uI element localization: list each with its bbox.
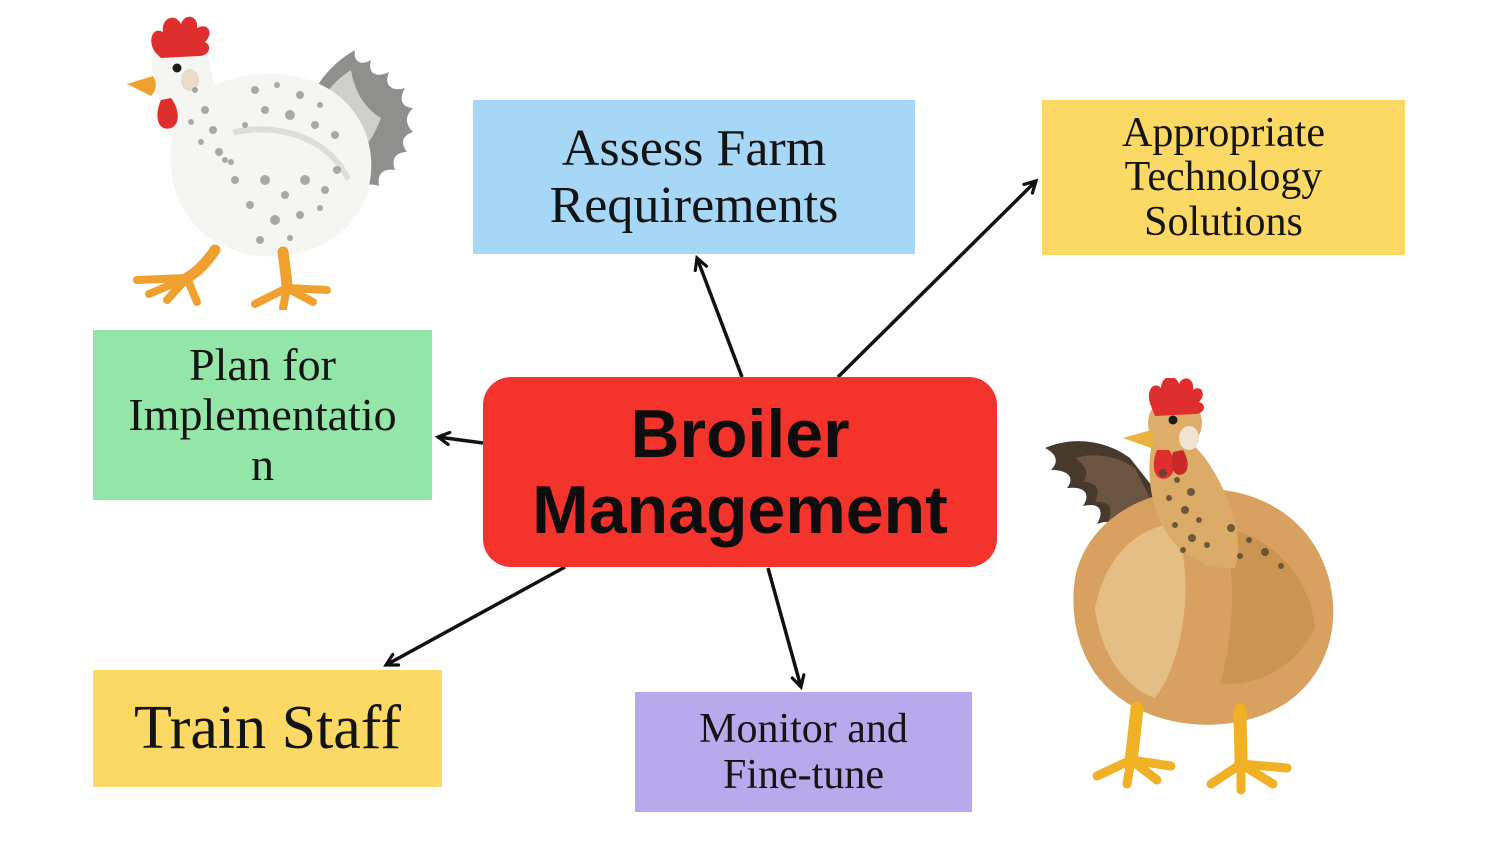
speckle-pattern: [188, 82, 341, 244]
node-label-line: Appropriate: [1122, 109, 1325, 156]
arrow-center-to-plan: [434, 430, 484, 447]
node-plan-for-implementation: Plan for Implementatio n: [93, 330, 432, 500]
node-label-line: Train Staff: [134, 694, 401, 763]
arrow-center-to-train: [383, 565, 566, 667]
arrow-center-to-technology: [836, 178, 1039, 379]
node-monitor-and-fine-tune: Monitor and Fine-tune: [635, 692, 972, 812]
white-hen-image: [127, 16, 413, 310]
node-label-line: Fine-tune: [723, 752, 884, 798]
arrow-center-to-assess: [693, 254, 744, 378]
node-label-line: Implementatio: [128, 389, 397, 441]
node-label-line: Plan for: [189, 339, 336, 391]
node-label-line: Broiler: [630, 395, 850, 472]
node-appropriate-technology-solutions: Appropriate Technology Solutions: [1042, 100, 1405, 255]
node-label-line: n: [251, 438, 274, 490]
node-label-line: Management: [532, 472, 948, 548]
node-label-line: Technology: [1124, 154, 1323, 201]
node-label-line: Solutions: [1144, 198, 1303, 245]
arrow-center-to-monitor: [766, 567, 806, 691]
node-assess-farm-requirements: Assess Farm Requirements: [473, 100, 915, 254]
speckle-pattern: [1159, 469, 1284, 569]
node-label-line: Assess Farm: [561, 119, 827, 177]
node-train-staff: Train Staff: [93, 670, 442, 787]
node-label-line: Requirements: [549, 177, 839, 234]
node-label-line: Monitor and: [699, 705, 908, 752]
node-broiler-management: Broiler Management: [483, 377, 997, 567]
brown-hen-image: [1045, 378, 1334, 795]
